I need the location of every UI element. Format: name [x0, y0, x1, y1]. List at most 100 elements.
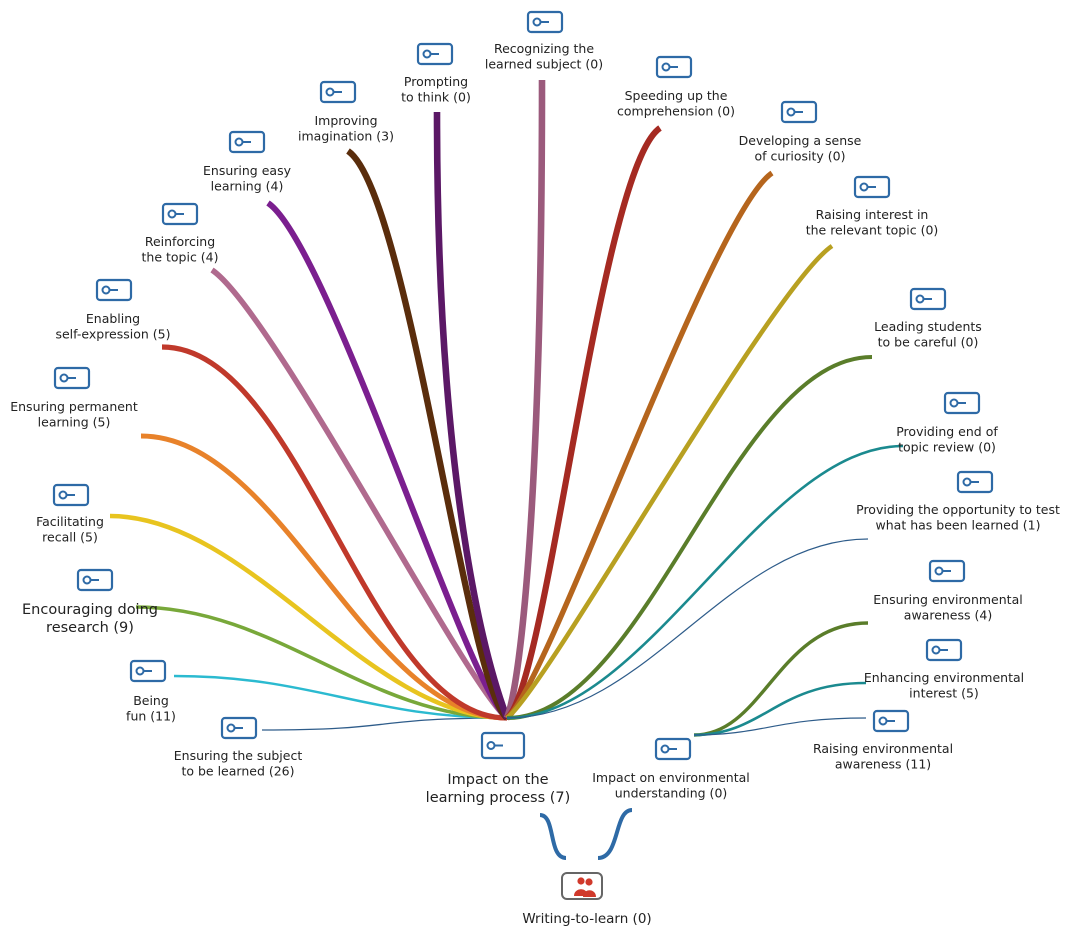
code-tag-icon-being-fun — [129, 659, 167, 683]
code-tag-icon-impact-on-the-learning-process — [480, 731, 526, 760]
icon-layer — [52, 10, 994, 900]
code-label-being-fun-line-1: Being — [133, 693, 169, 708]
connector-providing-end-of-topic-review — [506, 444, 904, 720]
code-label-raising-interest-in-the-relevant-topic-line-1: Raising interest in — [816, 207, 929, 222]
code-tag-icon-ensuring-permanent-learning — [53, 366, 91, 390]
code-label-recognizing-the-learned-subject-line-2: learned subject (0) — [485, 57, 603, 72]
connector-improving-imagination — [345, 148, 510, 721]
code-label-providing-end-of-topic-review-line-2: topic review (0) — [898, 440, 996, 455]
connector-prompting-to-think — [433, 111, 511, 720]
code-tag-icon-prompting-to-think — [416, 42, 454, 66]
code-tag-icon-improving-imagination — [319, 80, 357, 104]
code-label-enhancing-environmental-interest-line-1: Enhancing environmental — [864, 670, 1024, 685]
code-label-leading-students-to-be-careful-line-1: Leading students — [874, 319, 982, 334]
code-label-ensuring-the-subject-to-be-learned-line-2: to be learned (26) — [181, 764, 294, 779]
code-label-leading-students-to-be-careful-line-2: to be careful (0) — [878, 335, 979, 350]
code-label-encouraging-doing-research: Encouraging doing research (9) — [22, 602, 158, 636]
code-label-enabling-self-expression-line-2: self-expression (5) — [55, 327, 170, 342]
connector-raising-environmental-awareness — [693, 717, 867, 736]
code-label-raising-interest-in-the-relevant-topic-line-2: the relevant topic (0) — [806, 223, 939, 238]
branch-label-impact-on-the-learning-process-line-1: Impact on the — [447, 772, 548, 788]
code-tag-icon-facilitating-recall — [52, 483, 90, 507]
connector-developing-a-sense-of-curiosity — [505, 170, 774, 721]
connector-facilitating-recall — [109, 513, 508, 721]
code-label-ensuring-environmental-awareness-line-1: Ensuring environmental — [873, 592, 1022, 607]
code-label-raising-environmental-awareness-line-1: Raising environmental — [813, 741, 953, 756]
connector-raising-interest-in-the-relevant-topic — [505, 244, 834, 720]
code-label-prompting-to-think-line-2: to think (0) — [401, 90, 471, 105]
code-label-speeding-up-the-comprehension-line-1: Speeding up the — [625, 88, 728, 103]
code-label-reinforcing-the-topic-line-1: Reinforcing — [145, 234, 215, 249]
code-label-ensuring-permanent-learning-line-1: Ensuring permanent — [10, 399, 138, 414]
code-label-raising-environmental-awareness-line-2: awareness (11) — [835, 757, 931, 772]
connector-being-fun — [173, 674, 508, 720]
branch-label-impact-on-environmental-understanding-line-1: Impact on environmental — [592, 770, 750, 785]
code-tag-icon-enabling-self-expression — [95, 278, 133, 302]
connector-ensuring-environmental-awareness — [693, 621, 869, 737]
code-tag-icon-enhancing-environmental-interest — [925, 638, 963, 662]
code-tag-icon-speeding-up-the-comprehension — [655, 55, 693, 79]
code-label-reinforcing-the-topic-line-2: the topic (4) — [142, 250, 219, 265]
code-tag-icon-encouraging-doing-research — [76, 568, 114, 592]
code-label-speeding-up-the-comprehension-line-2: comprehension (0) — [617, 104, 735, 119]
code-label-providing-end-of-topic-review-line-1: Providing end of — [896, 424, 998, 439]
code-tag-icon-impact-on-environmental-understanding — [654, 737, 692, 761]
code-tag-icon-leading-students-to-be-careful — [909, 287, 947, 311]
code-label-facilitating-recall-line-1: Facilitating — [36, 514, 104, 529]
code-tag-icon-providing-the-opportunity-to-test-what-has-been-learned — [956, 470, 994, 494]
code-label-encouraging-doing-research-line-2: research (9) — [46, 620, 134, 636]
code-label-ensuring-the-subject-to-be-learned-line-1: Ensuring the subject — [174, 748, 303, 763]
code-label-ensuring-environmental-awareness-line-2: awareness (4) — [904, 608, 992, 623]
code-tag-icon-raising-interest-in-the-relevant-topic — [853, 175, 891, 199]
connector-reinforcing-the-topic — [210, 267, 509, 721]
code-label-providing-the-opportunity-to-test-what-has-been-learned-line-2: what has been learned (1) — [876, 518, 1041, 533]
connector-encouraging-doing-research — [135, 605, 508, 720]
connector-enhancing-environmental-interest — [693, 681, 867, 737]
connector-root-to-learning-process — [539, 813, 567, 860]
branch-label-impact-on-environmental-understanding-line-2: understanding (0) — [615, 786, 728, 801]
root-label: Writing-to-learn (0) — [522, 911, 651, 927]
branch-label-impact-on-the-learning-process: Impact on the learning process (7) — [426, 772, 571, 806]
code-tag-icon-ensuring-easy-learning — [228, 130, 266, 154]
code-label-being-fun-line-2: fun (11) — [126, 709, 176, 724]
code-tag-icon-reinforcing-the-topic — [161, 202, 199, 226]
connector-ensuring-easy-learning — [266, 200, 510, 721]
people-group-icon — [561, 872, 603, 900]
connector-providing-the-opportunity-to-test-what-has-been-learned — [506, 538, 869, 719]
branch-label-impact-on-the-learning-process-line-2: learning process (7) — [426, 790, 571, 806]
code-label-providing-the-opportunity-to-test-what-has-been-learned-line-1: Providing the opportunity to test — [856, 502, 1060, 517]
code-label-ensuring-easy-learning-line-1: Ensuring easy — [203, 163, 292, 178]
code-label-developing-a-sense-of-curiosity-line-2: of curiosity (0) — [754, 149, 845, 164]
connector-layer — [109, 79, 904, 860]
code-label-recognizing-the-learned-subject-line-1: Recognizing the — [494, 41, 594, 56]
connector-recognizing-the-learned-subject — [503, 79, 546, 720]
code-label-developing-a-sense-of-curiosity-line-1: Developing a sense — [739, 133, 862, 148]
code-label-improving-imagination-line-2: imagination (3) — [298, 129, 394, 144]
code-label-ensuring-permanent-learning-line-2: learning (5) — [38, 415, 111, 430]
connector-ensuring-the-subject-to-be-learned — [261, 717, 508, 731]
connector-speeding-up-the-comprehension — [504, 125, 662, 721]
code-tag-icon-raising-environmental-awareness — [872, 709, 910, 733]
code-label-encouraging-doing-research-line-1: Encouraging doing — [22, 602, 158, 618]
